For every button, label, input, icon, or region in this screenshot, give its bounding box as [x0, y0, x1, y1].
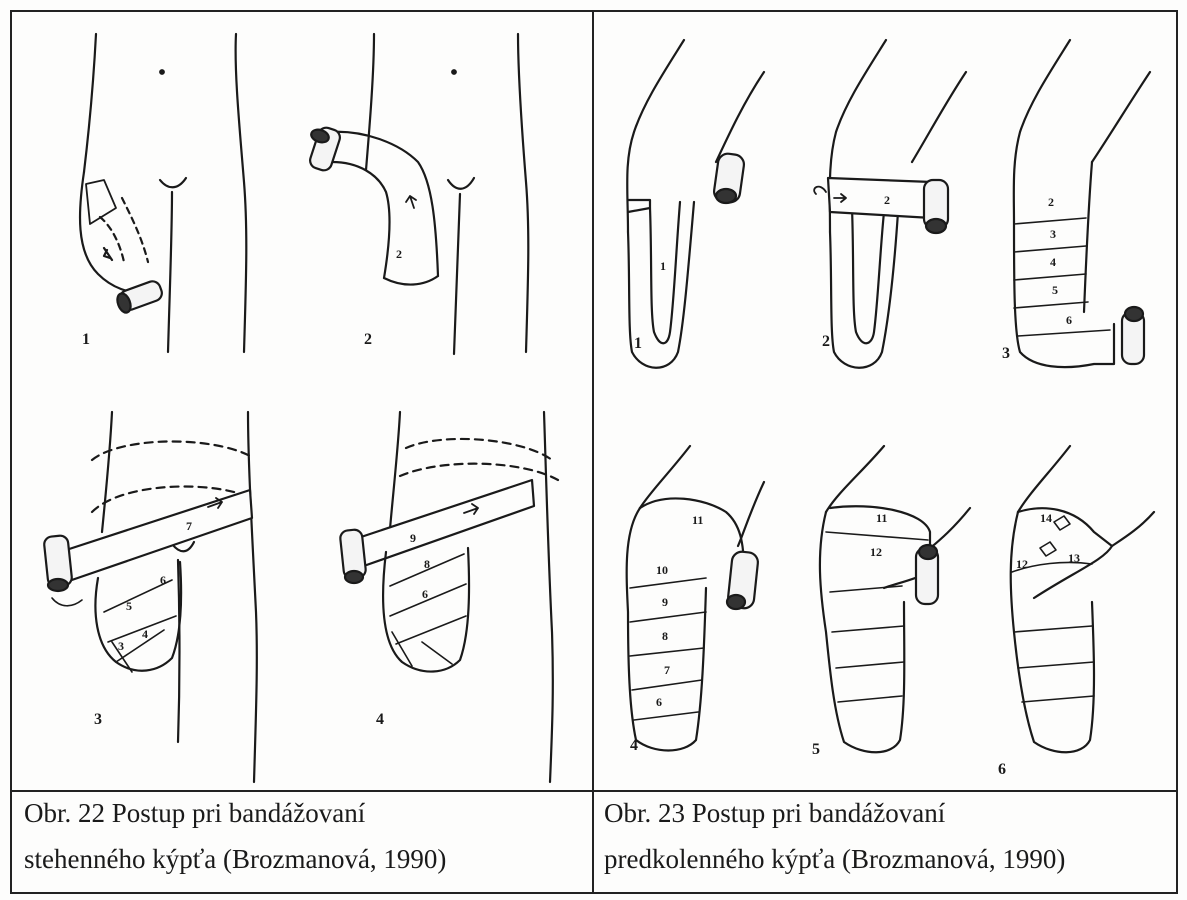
right-panel-6 — [1011, 446, 1154, 752]
layer-label: 3 — [1050, 227, 1056, 241]
layer-label: 12 — [870, 545, 882, 559]
layer-label: 6 — [1066, 313, 1072, 327]
layer-label: 2 — [1048, 195, 1054, 209]
left-step-3: 3 — [94, 711, 102, 728]
right-step-4: 4 — [630, 737, 638, 754]
layer-label: 13 — [1068, 551, 1080, 565]
right-step-5: 5 — [812, 741, 820, 758]
left-panel-1 — [80, 34, 246, 352]
layer-label: 5 — [126, 599, 132, 613]
left-panel-2 — [308, 34, 528, 354]
layer-label: 8 — [424, 557, 430, 571]
layer-label: 14 — [1040, 511, 1052, 525]
right-step-6: 6 — [998, 761, 1006, 778]
left-panel-4 — [340, 412, 558, 782]
left-step-2: 2 — [364, 331, 372, 348]
layer-label: 10 — [656, 563, 668, 577]
right-panel-4 — [627, 446, 764, 751]
caption-line: predkolenného kýpťa (Brozmanová, 1990) — [604, 844, 1065, 874]
layer-label: 9 — [410, 531, 416, 545]
left-step-4: 4 — [376, 711, 384, 728]
layer-label: 12 — [1016, 557, 1028, 571]
layer-label: 4 — [1050, 255, 1056, 269]
thigh-stump-bandaging-illustration: 1 2 3 4 2 7 6 5 4 3 9 8 6 — [12, 12, 592, 790]
below-knee-stump-bandaging-illustration: 1 2 3 4 5 6 1 2 2 3 4 5 6 11 10 9 8 7 6 … — [594, 12, 1176, 790]
layer-label: 6 — [656, 695, 662, 709]
left-panel-3 — [43, 412, 256, 782]
right-panel-3 — [1014, 40, 1150, 367]
right-panel-2 — [814, 40, 966, 368]
layer-label: 6 — [422, 587, 428, 601]
left-step-1: 1 — [82, 331, 90, 348]
caption-line: Obr. 23 Postup pri bandážovaní — [604, 798, 945, 828]
layer-label: 8 — [662, 629, 668, 643]
layer-label: 2 — [396, 247, 402, 261]
layer-label: 2 — [884, 193, 890, 207]
layer-label: 1 — [660, 259, 666, 273]
right-panel-5 — [820, 446, 970, 752]
caption-divider — [10, 790, 1178, 792]
layer-label: 9 — [662, 595, 668, 609]
layer-label: 5 — [1052, 283, 1058, 297]
layer-label: 11 — [876, 511, 887, 525]
layer-label: 7 — [186, 519, 192, 533]
layer-label: 3 — [118, 639, 124, 653]
layer-label: 4 — [142, 627, 148, 641]
right-panel-1 — [627, 40, 764, 368]
layer-label: 7 — [664, 663, 670, 677]
caption-line: Obr. 22 Postup pri bandážovaní — [24, 798, 365, 828]
right-step-2: 2 — [822, 333, 830, 350]
layer-label: 11 — [692, 513, 703, 527]
right-step-3: 3 — [1002, 345, 1010, 362]
layer-label: 6 — [160, 573, 166, 587]
caption-line: stehenného kýpťa (Brozmanová, 1990) — [24, 844, 446, 874]
right-step-1: 1 — [634, 335, 642, 352]
